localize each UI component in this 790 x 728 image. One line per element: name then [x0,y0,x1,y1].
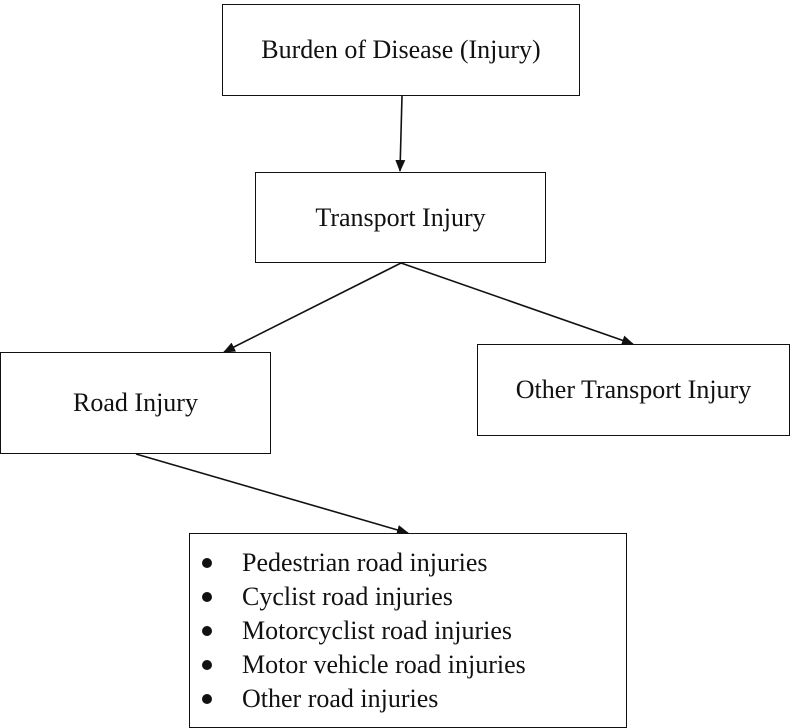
list-item: Pedestrian road injuries [190,546,626,580]
edge-transport-to-other-transport [400,262,634,346]
node-road-injury-types: Pedestrian road injuries Cyclist road in… [189,533,627,728]
node-other-transport-injury: Other Transport Injury [477,344,790,436]
list-item: Cyclist road injuries [190,580,626,614]
node-burden-of-disease: Burden of Disease (Injury) [222,4,580,96]
node-transport-injury: Transport Injury [255,172,546,263]
node-label: Other Transport Injury [515,375,752,404]
node-label: Burden of Disease (Injury) [261,35,541,64]
node-label: Road Injury [73,388,198,417]
node-label: Transport Injury [315,202,486,232]
list-item-label: Other road injuries [242,684,439,713]
list-item-label: Pedestrian road injuries [242,548,488,577]
list-item-label: Cyclist road injuries [242,582,453,611]
list-item-label: Motorcyclist road injuries [242,616,513,645]
list-item: Other road injuries [190,682,626,716]
bullet-icon [202,558,212,568]
bullet-icon [202,694,212,704]
node-road-injury: Road Injury [0,352,271,454]
edge-root-to-transport [395,95,406,172]
road-injury-type-list: Pedestrian road injuries Cyclist road in… [190,546,626,716]
bullet-icon [202,592,212,602]
edge-road-to-road-types [135,453,409,535]
bullet-icon [202,660,212,670]
bullet-icon [202,626,212,636]
list-item-label: Motor vehicle road injuries [242,650,526,679]
edge-transport-to-road [223,262,402,353]
list-item: Motorcyclist road injuries [190,614,626,648]
list-item: Motor vehicle road injuries [190,648,626,682]
